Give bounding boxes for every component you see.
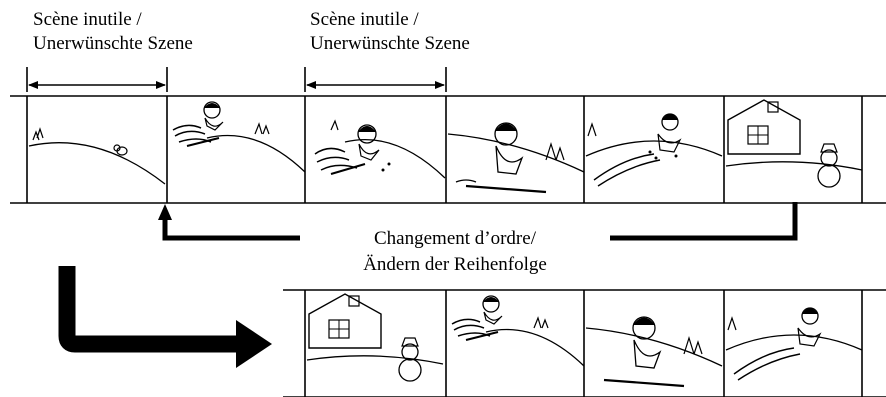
reorder-label-line2: Ändern der Reihenfolge — [363, 254, 547, 275]
unwanted-scene-label-2-line1: Scène inutile / — [310, 9, 419, 30]
unwanted-span-2 — [304, 67, 447, 92]
result-arrowhead — [236, 320, 272, 368]
top-frame-2 — [172, 101, 306, 173]
bottom-frame-3 — [585, 316, 723, 388]
top-frame-1 — [28, 127, 166, 185]
bottom-film-strip — [283, 289, 886, 397]
bottom-frame-1 — [306, 293, 444, 382]
bottom-frame-2 — [451, 295, 585, 367]
unwanted-scene-label-1-line2: Unerwünschte Szene — [33, 33, 193, 54]
unwanted-scene-label-2-line2: Unerwünschte Szene — [310, 33, 470, 54]
reorder-arrowhead — [158, 204, 172, 220]
unwanted-scene-label-1: Scène inutile / Unerwünschte Szene — [33, 8, 193, 56]
unwanted-span-1 — [26, 67, 168, 92]
bottom-frame-4 — [725, 307, 863, 381]
top-frame-4 — [447, 122, 585, 194]
reorder-label-line1: Changement d’ordre/ — [374, 228, 536, 249]
top-frame-6 — [725, 99, 863, 188]
unwanted-scene-label-1-line1: Scène inutile / — [33, 9, 142, 30]
result-arrow — [58, 266, 236, 353]
top-film-strip — [10, 95, 886, 204]
top-frame-5 — [585, 113, 723, 187]
unwanted-scene-label-2: Scène inutile / Unerwünschte Szene — [310, 8, 470, 56]
top-frame-3 — [314, 119, 446, 179]
reorder-label: Changement d’ordre/ Ändern der Reihenfol… — [300, 226, 610, 278]
